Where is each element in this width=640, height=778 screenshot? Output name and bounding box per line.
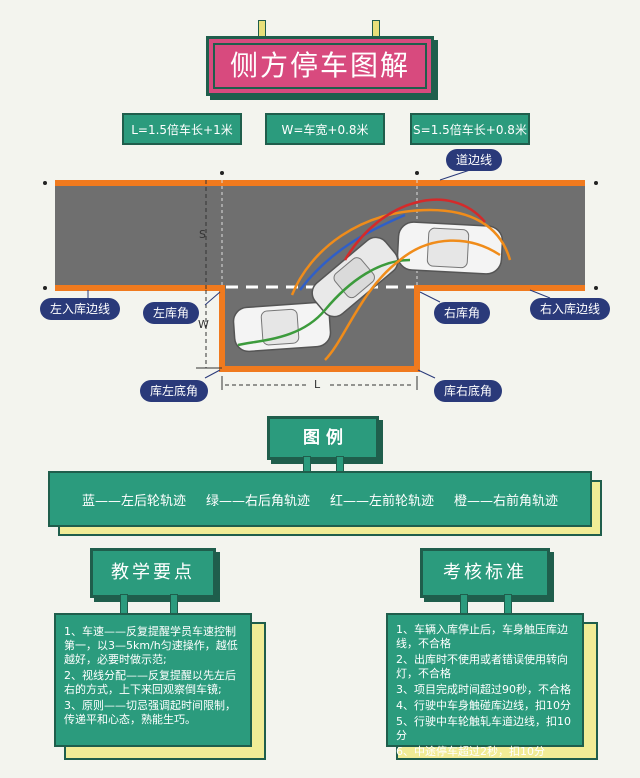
leader-left-corner bbox=[204, 291, 221, 306]
callout-left-entry: 左入库边线 bbox=[40, 298, 121, 320]
formula-width: W=车宽+0.8米 bbox=[265, 113, 385, 145]
legend-item-blue: 蓝——左后轮轨迹 bbox=[81, 493, 186, 509]
leader-right-entry bbox=[529, 289, 551, 299]
leader-road-edge bbox=[439, 169, 471, 181]
callout-bottom-left: 库左底角 bbox=[140, 380, 209, 402]
car-road bbox=[396, 221, 504, 275]
dim-l: L bbox=[314, 378, 321, 391]
box-right-line bbox=[414, 285, 420, 371]
road-edge-line bbox=[55, 180, 585, 186]
leader-right-corner bbox=[419, 291, 441, 303]
list-item: 2、出库时不使用或者错误使用转向灯，不合格 bbox=[396, 653, 568, 680]
dot bbox=[220, 171, 224, 175]
list-item: 1、车速——反复提醒学员车速控制第一，以3—5km/h匀速操作，越低越好，必要时… bbox=[64, 625, 238, 666]
trajectory-blue bbox=[299, 213, 406, 291]
teaching-title: 教学要点 bbox=[90, 548, 216, 598]
list-item: 1、车辆入库停止后，车身触压库边线，不合格 bbox=[396, 623, 568, 650]
callout-road-edge: 道边线 bbox=[446, 149, 503, 171]
dim-w: W bbox=[198, 318, 209, 331]
trajectory-green bbox=[237, 258, 411, 347]
trajectory-red bbox=[343, 198, 486, 261]
list-item: 4、行驶中车身触碰库边线，扣10分 bbox=[396, 699, 571, 712]
leader-bottom-right bbox=[417, 369, 436, 379]
box-bottom-line bbox=[219, 366, 420, 372]
right-entry-line bbox=[414, 285, 585, 291]
formula-length: L=1.5倍车长+1米 bbox=[122, 113, 242, 145]
car-angled bbox=[311, 236, 399, 318]
trajectory-orange bbox=[324, 239, 501, 361]
legend-panel: 蓝——左后轮轨迹 绿——右后角轨迹 红——左前轮轨迹 橙——右前角轨迹 bbox=[48, 471, 592, 527]
leader-bottom-left bbox=[204, 369, 221, 379]
dot bbox=[43, 181, 47, 185]
callout-left-corner: 左库角 bbox=[143, 302, 200, 324]
car-parked bbox=[232, 301, 332, 353]
list-item: 5、行驶中车轮触轧车道边线，扣10分 bbox=[396, 715, 571, 742]
page-title: 侧方停车图解 bbox=[229, 49, 410, 82]
list-item: 2、视线分配——反复提醒以先左后右的方式，上下来回观察倒车镜; bbox=[64, 669, 236, 696]
dot bbox=[594, 181, 598, 185]
road-surface bbox=[55, 183, 585, 288]
list-item: 6、中途停车超过2秒，扣10分 bbox=[396, 745, 545, 758]
callout-right-entry: 右入库边线 bbox=[530, 298, 611, 320]
dim-s: S bbox=[199, 228, 206, 241]
teaching-panel: 1、车速——反复提醒学员车速控制第一，以3—5km/h匀速操作，越低越好，必要时… bbox=[54, 613, 252, 747]
assessment-panel: 1、车辆入库停止后，车身触压库边线，不合格 2、出库时不使用或者错误使用转向灯，… bbox=[386, 613, 584, 758]
legend-item-green: 绿——右后角轨迹 bbox=[205, 493, 310, 509]
callout-right-corner: 右库角 bbox=[434, 302, 491, 324]
assessment-title: 考核标准 bbox=[420, 548, 550, 598]
dot bbox=[43, 286, 47, 290]
dot bbox=[415, 171, 419, 175]
callout-bottom-right: 库右底角 bbox=[434, 380, 503, 402]
parking-diagram bbox=[43, 169, 598, 390]
list-item: 3、项目完成时间超过90秒，不合格 bbox=[396, 683, 571, 696]
box-left-line bbox=[219, 285, 225, 371]
legend-item-orange: 橙——右前角轨迹 bbox=[454, 493, 559, 509]
list-item: 3、原则——切忌强调起时间限制，传递平和心态，熟能生巧。 bbox=[64, 699, 236, 726]
title-sign: 侧方停车图解 bbox=[206, 36, 434, 96]
left-entry-line bbox=[55, 285, 222, 291]
legend-title: 图 例 bbox=[267, 416, 379, 460]
legend-item-red: 红——左前轮轨迹 bbox=[330, 493, 435, 509]
formula-shift: S=1.5倍车长+0.8米 bbox=[410, 113, 530, 145]
dot bbox=[594, 286, 598, 290]
trajectory-orange-upper bbox=[290, 208, 512, 296]
